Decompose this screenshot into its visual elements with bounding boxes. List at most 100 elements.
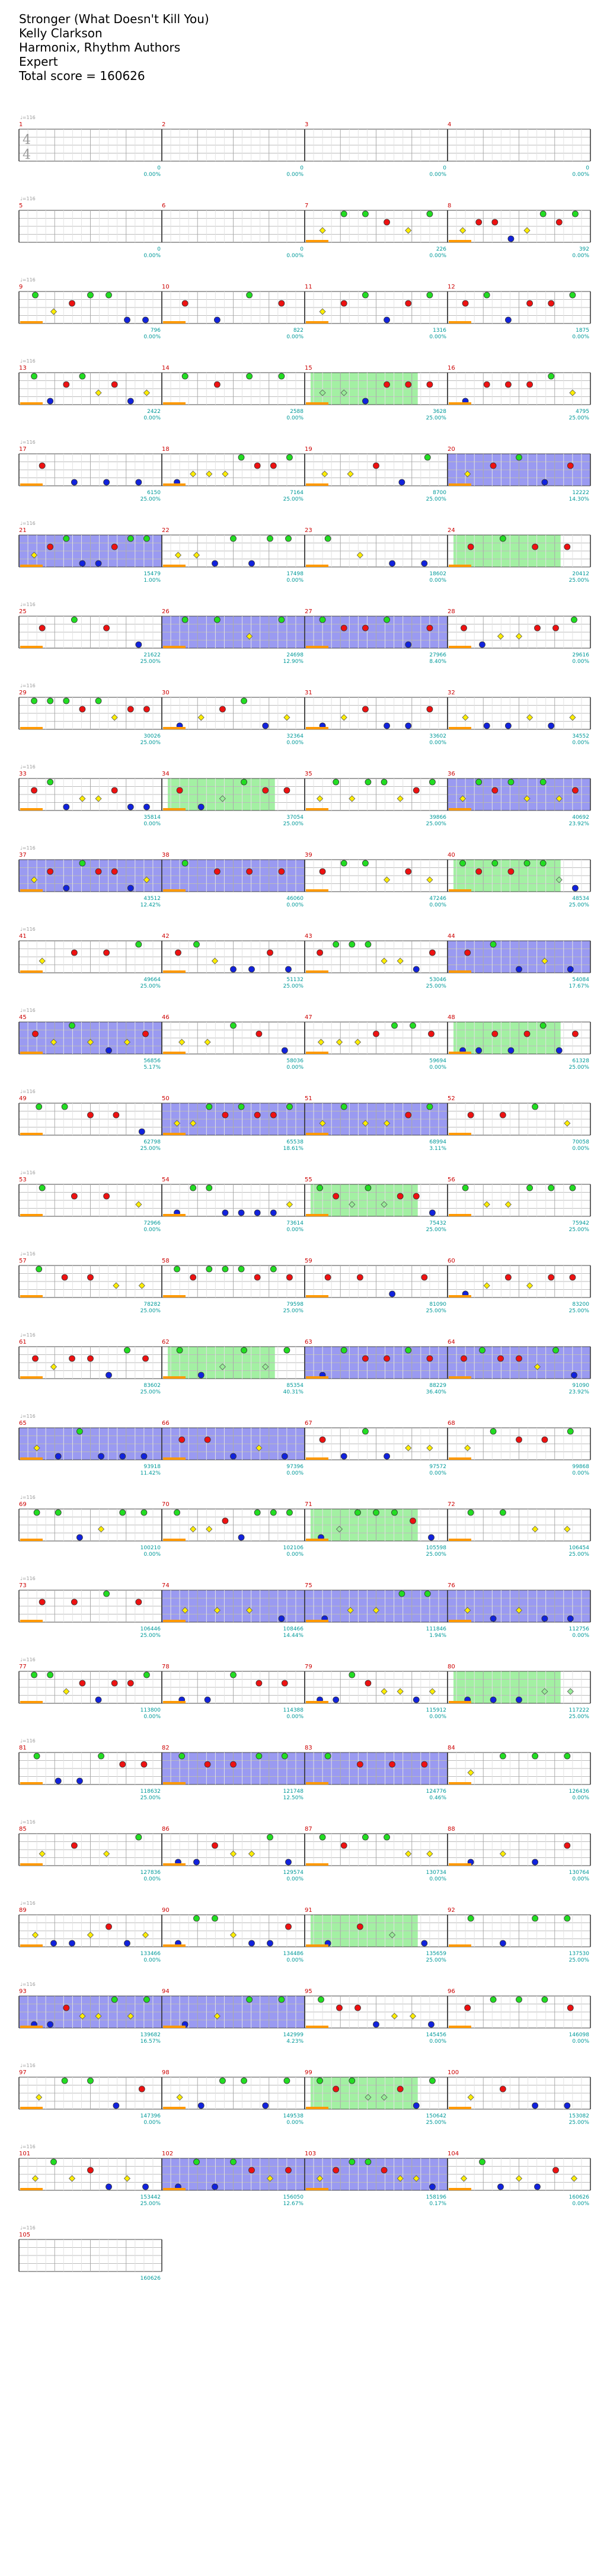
- note-drum: [111, 381, 118, 388]
- note-drum: [569, 1184, 576, 1191]
- note-drum: [499, 1509, 506, 1516]
- measure-number: 62: [162, 1339, 170, 1345]
- note-cymbal: [499, 1850, 506, 1857]
- note-drum: [532, 2102, 539, 2109]
- tempo-mark: ♩=116: [20, 927, 36, 932]
- note-cymbal: [316, 2175, 324, 2182]
- measure-score: 1316: [433, 328, 446, 334]
- note-drum: [317, 949, 323, 956]
- note-drum: [143, 535, 150, 542]
- note-drum: [467, 1915, 474, 1922]
- note-drum: [98, 1752, 104, 1760]
- note-drum: [197, 2102, 205, 2109]
- measure-multiplier: 0.00%: [572, 1795, 589, 1801]
- note-drum: [222, 1111, 229, 1119]
- note-drum: [278, 1996, 285, 2003]
- note-drum: [490, 1615, 497, 1622]
- measure-number: 78: [162, 1664, 170, 1670]
- measure-number: 44: [448, 933, 455, 940]
- measure-number: 10: [162, 284, 170, 290]
- measure-number: 41: [19, 933, 27, 940]
- note-drum: [39, 1184, 46, 1191]
- measure-number: 4: [448, 121, 451, 128]
- measure-number: 51: [305, 1095, 312, 1102]
- note-drum: [286, 1509, 293, 1516]
- measure-score: 114388: [283, 1707, 304, 1713]
- note-cymbal: [190, 1120, 197, 1127]
- note-drum: [178, 1752, 186, 1760]
- measure-number: 74: [162, 1582, 170, 1589]
- measure-score: 156050: [283, 2194, 304, 2200]
- note-drum: [319, 868, 326, 875]
- note-drum: [516, 1696, 522, 1703]
- note-drum: [127, 1680, 134, 1687]
- note-drum: [135, 479, 142, 486]
- note-drum: [384, 722, 390, 729]
- note-drum: [490, 1996, 497, 2003]
- tempo-mark: ♩=116: [20, 440, 36, 445]
- measure-multiplier: 0.00%: [286, 172, 304, 178]
- note-drum: [241, 2077, 247, 2084]
- note-drum: [113, 1111, 120, 1119]
- measure-score: 48534: [572, 896, 589, 902]
- note-drum: [365, 1680, 372, 1687]
- note-drum: [278, 868, 285, 875]
- note-drum: [175, 949, 181, 956]
- note-drum: [47, 2021, 54, 2028]
- note-drum: [336, 2004, 343, 2011]
- note-drum: [39, 1598, 46, 1606]
- note-drum: [135, 1834, 142, 1841]
- note-drum: [124, 1940, 130, 1947]
- measure-multiplier: 18.61%: [283, 1146, 304, 1152]
- note-cymbal: [564, 1120, 571, 1127]
- measure-multiplier: 25.00%: [569, 415, 590, 421]
- note-drum: [143, 1996, 150, 2003]
- note-drum: [71, 949, 78, 956]
- measure-multiplier: 0.00%: [429, 2039, 446, 2045]
- measure-multiplier: 0.00%: [143, 334, 161, 340]
- note-drum: [548, 373, 555, 380]
- note-cymbal: [523, 795, 531, 802]
- note-drum: [143, 1671, 150, 1678]
- note-drum: [36, 1265, 43, 1273]
- note-cymbal: [50, 1039, 57, 1046]
- measure-score: 2588: [290, 409, 304, 415]
- note-drum: [241, 778, 247, 786]
- measure-number: 5: [19, 203, 23, 209]
- note-drum: [69, 1022, 75, 1029]
- note-drum: [111, 787, 118, 794]
- measure-score: 39866: [429, 815, 446, 821]
- note-cymbal: [176, 2094, 183, 2101]
- note-drum: [564, 543, 571, 550]
- note-drum: [490, 462, 497, 469]
- note-drum: [389, 560, 396, 567]
- note-cymbal: [103, 1850, 110, 1857]
- measure-multiplier: 0.00%: [429, 334, 446, 340]
- note-drum: [140, 1761, 148, 1768]
- note-drum: [429, 949, 436, 956]
- note-drum: [142, 316, 149, 323]
- note-drum: [333, 941, 340, 948]
- measure-score: 78282: [143, 1302, 161, 1308]
- note-cymbal: [397, 957, 404, 965]
- note-drum: [405, 1111, 412, 1119]
- note-drum: [490, 1696, 497, 1703]
- note-drum: [238, 1534, 245, 1541]
- note-drum: [71, 616, 78, 623]
- tempo-mark: ♩=116: [20, 2225, 36, 2231]
- tempo-mark: ♩=116: [20, 1170, 36, 1175]
- measure-number: 66: [162, 1420, 170, 1427]
- note-cymbal: [497, 633, 504, 640]
- measure-number: 34: [162, 771, 170, 777]
- measure-score: 118632: [140, 1789, 161, 1795]
- note-drum: [365, 1184, 372, 1191]
- note-drum: [426, 624, 433, 632]
- note-drum: [79, 706, 86, 713]
- note-cymbal: [483, 1201, 490, 1208]
- measure-number: 52: [448, 1095, 455, 1102]
- note-drum: [516, 454, 522, 461]
- note-drum: [212, 2183, 218, 2190]
- note-drum: [405, 868, 412, 875]
- note-cymbal: [39, 957, 46, 965]
- note-cymbal: [111, 714, 118, 721]
